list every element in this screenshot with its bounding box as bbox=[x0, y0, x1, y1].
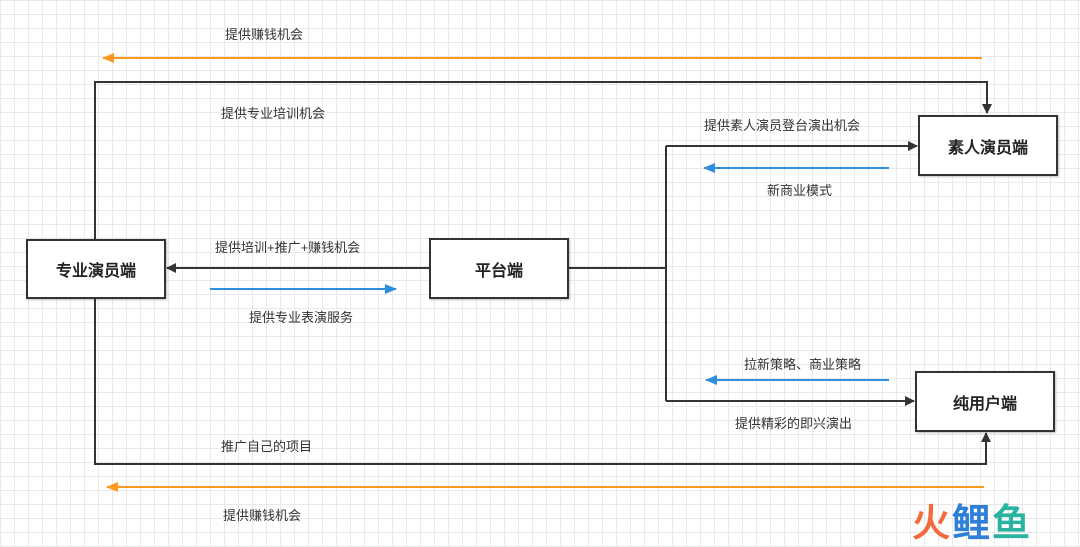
label-top-money: 提供赚钱机会 bbox=[225, 27, 304, 42]
label-pro-service: 提供专业表演服务 bbox=[249, 310, 354, 325]
label-promote-project: 推广自己的项目 bbox=[221, 439, 313, 454]
node-platform: 平台端 bbox=[429, 238, 569, 299]
label-new-business: 新商业模式 bbox=[767, 183, 833, 198]
watermark-char-2: 鲤 bbox=[952, 501, 993, 545]
label-bottom-money: 提供赚钱机会 bbox=[223, 508, 302, 523]
node-pro-actor: 专业演员端 bbox=[26, 239, 166, 299]
watermark-logo: 火鲤鱼 bbox=[912, 492, 1032, 547]
watermark-char-1: 火 bbox=[912, 501, 953, 545]
pro-to-amateur-connector bbox=[94, 81, 992, 239]
pro-to-user-connector bbox=[94, 299, 991, 465]
label-growth-strategy: 拉新策略、商业策略 bbox=[744, 357, 862, 372]
label-amateur-stage: 提供素人演员登台演出机会 bbox=[704, 118, 861, 133]
label-pro-training: 提供专业培训机会 bbox=[221, 106, 326, 121]
label-platform-to-pro: 提供培训+推广+赚钱机会 bbox=[215, 240, 361, 255]
watermark-char-3: 鱼 bbox=[992, 501, 1033, 545]
node-amateur-actor: 素人演员端 bbox=[918, 115, 1058, 176]
node-pure-user: 纯用户端 bbox=[915, 371, 1055, 432]
label-improv-show: 提供精彩的即兴演出 bbox=[735, 416, 853, 431]
